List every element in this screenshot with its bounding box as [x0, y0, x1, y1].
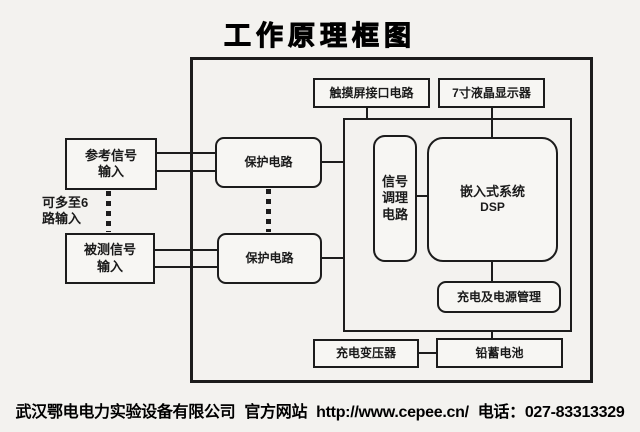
block-label: 充电及电源管理: [456, 289, 541, 304]
block-reference-input: 参考信号 输入: [65, 138, 157, 190]
connector-dsp-to-charge: [491, 261, 493, 281]
connector-lcd-to-dsp: [491, 107, 493, 137]
connector-core-to-battery: [491, 331, 493, 338]
block-label: 电路: [381, 206, 408, 222]
connector-meas-to-protect-2: [154, 266, 218, 268]
connector-protect1-to-core: [322, 161, 343, 163]
block-charge-power-mgmt: 充电及电源管理: [437, 281, 561, 313]
dashed-multi-channel-protect: [266, 189, 271, 232]
outer-device-frame: [190, 57, 593, 383]
block-label: DSP: [480, 200, 505, 215]
company-name: 武汉鄂电电力实验设备有限公司: [15, 404, 236, 421]
block-label: 保护电路: [244, 155, 293, 169]
diagram-title: 工作原理框图: [224, 21, 416, 52]
block-embedded-dsp: 嵌入式系统 DSP: [427, 137, 558, 262]
block-label: 参考信号: [84, 147, 137, 163]
connector-meas-to-protect-1: [154, 249, 218, 251]
block-label: 输入: [96, 258, 123, 274]
phone-number: 电话：027-83313329: [477, 404, 625, 421]
block-label: 被测信号: [83, 242, 136, 258]
block-label: 触摸屏接口电路: [329, 85, 414, 100]
connector-ref-to-protect-2: [156, 170, 216, 172]
block-charging-transformer: 充电变压器: [313, 339, 419, 368]
block-label: 信号: [381, 174, 408, 190]
connector-signal-to-dsp: [416, 195, 427, 197]
footer-company-info: 武汉鄂电电力实验设备有限公司官方网站 http://www.cepee.cn/电话…: [0, 398, 640, 422]
website-url: http://www.cepee.cn/: [316, 404, 469, 421]
block-label: 嵌入式系统: [459, 183, 525, 199]
block-label: 充电变压器: [335, 346, 396, 360]
block-lead-acid-battery: 铅蓄电池: [436, 338, 563, 368]
connector-transformer-to-battery: [418, 352, 436, 354]
block-protection-circuit-top: 保护电路: [215, 137, 322, 188]
inner-core-frame: [343, 118, 572, 332]
note-line: 可多至6: [42, 195, 89, 210]
note-line: 路输入: [42, 210, 82, 226]
block-label: 输入: [97, 164, 124, 179]
website-label: 官方网站: [244, 404, 308, 421]
block-label: 调理: [381, 190, 408, 206]
block-label: 铅蓄电池: [475, 345, 524, 360]
block-lcd-display: 7寸液晶显示器: [438, 78, 545, 108]
note-multi-input: 可多至6 路输入: [42, 195, 88, 226]
connector-ref-to-protect-1: [156, 152, 216, 154]
block-signal-conditioning: 信号 调理 电路: [373, 135, 417, 262]
connector-touch-to-core: [366, 107, 368, 118]
block-measured-input: 被测信号 输入: [65, 233, 155, 284]
dashed-multi-channel-left: [106, 191, 111, 232]
block-label: 7寸液晶显示器: [452, 85, 531, 100]
block-label: 保护电路: [245, 251, 294, 265]
block-touch-interface: 触摸屏接口电路: [313, 78, 430, 108]
block-protection-circuit-bottom: 保护电路: [217, 233, 322, 284]
connector-protect2-to-core: [321, 257, 343, 259]
